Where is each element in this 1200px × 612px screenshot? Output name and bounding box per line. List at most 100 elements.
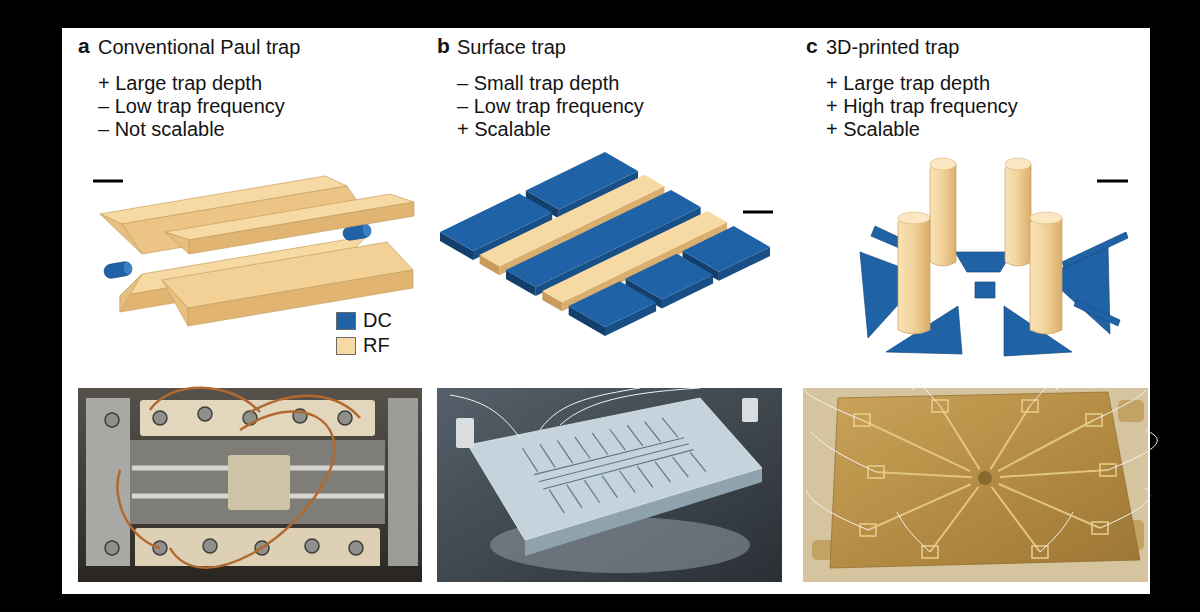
scale-bar bbox=[743, 211, 773, 214]
board-pad bbox=[1118, 400, 1144, 422]
figure-ground bbox=[62, 28, 1150, 594]
screw bbox=[338, 411, 352, 425]
gold-substrate bbox=[830, 392, 1140, 568]
dc-electrode bbox=[955, 252, 1012, 272]
panel-letter: b bbox=[437, 34, 450, 57]
bond-wire bbox=[560, 388, 700, 425]
bond-wire bbox=[897, 512, 930, 552]
bond-wire bbox=[1100, 488, 1150, 528]
bond-wire bbox=[1108, 430, 1157, 470]
photo-paul-trap bbox=[78, 388, 422, 582]
drawings bbox=[78, 152, 1157, 582]
chip-electrode-finger bbox=[645, 422, 661, 442]
trace bbox=[868, 484, 971, 530]
legend-text: DC bbox=[363, 309, 392, 332]
dc-endcap-body bbox=[103, 261, 133, 280]
trace bbox=[990, 406, 1030, 469]
panel-title: Conventional Paul trap bbox=[98, 36, 300, 59]
panel-title: 3D-printed trap bbox=[826, 36, 959, 59]
rf-blade-end bbox=[120, 274, 142, 312]
chip-electrode-finger bbox=[602, 476, 617, 498]
feature-item: – Not scalable bbox=[98, 118, 225, 141]
ceramic-spacer bbox=[228, 455, 290, 510]
rf-blade-end bbox=[165, 232, 189, 254]
trace bbox=[992, 487, 1040, 552]
panel-title: Surface trap bbox=[457, 36, 566, 59]
dc-endcap-face bbox=[123, 261, 133, 275]
dc-endcap bbox=[103, 261, 133, 280]
chip-clip bbox=[742, 398, 758, 422]
legend-text: RF bbox=[363, 334, 390, 357]
screw bbox=[153, 411, 167, 425]
bond-wire bbox=[805, 390, 862, 420]
trace bbox=[930, 487, 978, 552]
bond-wire bbox=[1094, 390, 1146, 420]
paul-trap-drawing bbox=[100, 176, 414, 326]
dc-electrode bbox=[1062, 232, 1128, 268]
chip-electrode-finger bbox=[584, 480, 599, 502]
feature-item: + Scalable bbox=[457, 118, 551, 141]
chip-electrode-finger bbox=[540, 444, 555, 467]
trap-centre bbox=[978, 471, 992, 485]
bond-wire bbox=[450, 395, 520, 438]
rf-pillar-top bbox=[1030, 212, 1062, 224]
bond-wire bbox=[540, 388, 640, 430]
chip-electrode-finger bbox=[662, 418, 678, 438]
copper-wire bbox=[170, 411, 334, 567]
bond-wire bbox=[1030, 383, 1057, 406]
chip-electrode-finger bbox=[655, 462, 671, 482]
rf-pillar-body bbox=[1005, 159, 1031, 266]
feature-item: + High trap frequency bbox=[826, 95, 1018, 118]
rf-blade-end bbox=[162, 280, 188, 326]
chip-electrode-finger bbox=[567, 485, 582, 508]
chip-electrode-line bbox=[534, 438, 684, 475]
screw bbox=[203, 539, 217, 553]
base-plate bbox=[78, 566, 422, 582]
rf-pillar-top bbox=[930, 158, 956, 170]
rf-pillar-top bbox=[1005, 158, 1031, 170]
feature-item: – Small trap depth bbox=[457, 72, 619, 95]
screw bbox=[105, 541, 119, 555]
trace bbox=[940, 406, 980, 469]
copper-wire bbox=[250, 396, 360, 418]
feature-item: – Low trap frequency bbox=[98, 95, 285, 118]
copper-wire bbox=[150, 388, 260, 412]
panel-letter: a bbox=[78, 34, 90, 57]
metal-block bbox=[86, 398, 130, 574]
ceramic-rail bbox=[135, 528, 380, 568]
rf-pillar bbox=[1005, 158, 1031, 266]
rf-pillar bbox=[898, 212, 930, 334]
screw bbox=[198, 407, 212, 421]
dc-endcap-face bbox=[362, 223, 372, 237]
bond-wire bbox=[913, 383, 940, 406]
chip-electrode-finger bbox=[627, 425, 643, 445]
chip-clip bbox=[456, 418, 474, 448]
scale-bar bbox=[1097, 180, 1128, 183]
dc-electrode bbox=[975, 282, 995, 298]
surface-trap-drawing bbox=[440, 152, 770, 336]
dc-electrode bbox=[1074, 300, 1120, 326]
feature-item: – Low trap frequency bbox=[457, 95, 644, 118]
chip-electrode-finger bbox=[637, 466, 653, 487]
rf-pillar-top bbox=[898, 212, 930, 224]
chip bbox=[468, 398, 762, 540]
rf-pillar-body bbox=[898, 213, 930, 334]
chip-electrode-finger bbox=[575, 437, 590, 459]
rf-pillar bbox=[930, 158, 956, 266]
chip-electrode-finger bbox=[557, 441, 572, 463]
screw bbox=[349, 541, 363, 555]
rf-pillar-body bbox=[1030, 213, 1062, 334]
panel-letter: c bbox=[806, 34, 818, 57]
chip-electrode-finger bbox=[620, 471, 635, 492]
bond-wire bbox=[811, 432, 876, 472]
chip-electrode-finger bbox=[592, 433, 607, 454]
legend-swatch bbox=[336, 337, 356, 355]
screw bbox=[105, 413, 119, 427]
photo-ground bbox=[78, 388, 422, 582]
photo-ground bbox=[437, 388, 782, 582]
chip-electrode-line bbox=[543, 450, 693, 489]
printed-trap-drawing bbox=[860, 158, 1128, 356]
feature-item: + Scalable bbox=[826, 118, 920, 141]
feature-item: + Large trap depth bbox=[98, 72, 262, 95]
copper-wire bbox=[117, 470, 160, 548]
